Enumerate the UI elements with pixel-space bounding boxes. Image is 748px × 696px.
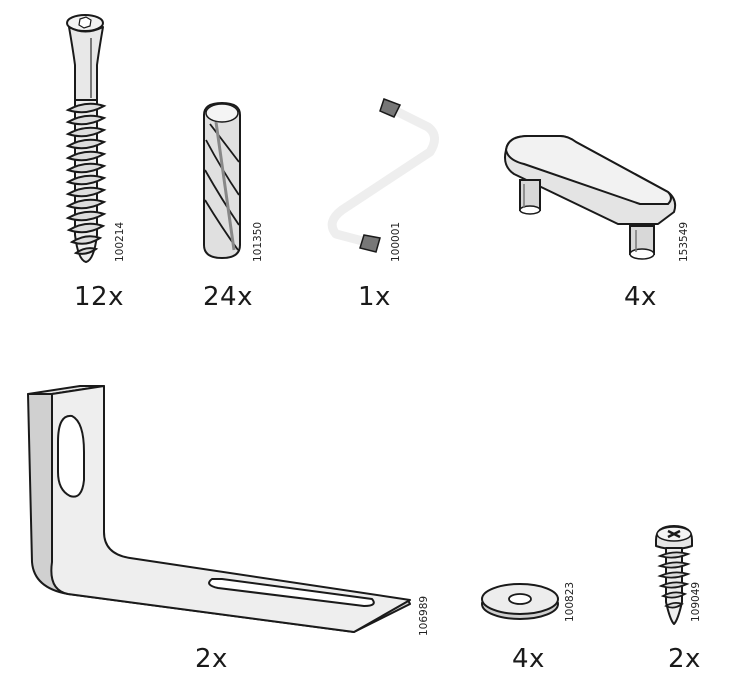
- quantity-connector: 4x: [624, 282, 657, 312]
- wood-screw-icon: [655, 525, 693, 625]
- quantity-washer: 4x: [512, 644, 545, 674]
- dowel-part: [196, 100, 256, 269]
- quantity-dowel: 24x: [203, 282, 253, 312]
- l-bracket-part: [18, 382, 418, 646]
- wood-screw-part: [648, 522, 704, 632]
- allen-key-part: [306, 92, 456, 271]
- washer-part: [478, 576, 568, 630]
- part-number-connector: 153549: [678, 221, 690, 262]
- part-number-wood-screw: 109049: [690, 581, 702, 622]
- part-number-allen-key: 100001: [390, 221, 402, 262]
- part-number-screw: 100214: [114, 221, 126, 262]
- dowel-icon: [203, 102, 241, 259]
- screw-part: [60, 10, 120, 269]
- washer-icon: [481, 583, 559, 620]
- quantity-screw: 12x: [74, 282, 124, 312]
- part-number-dowel: 101350: [252, 221, 264, 262]
- connector-icon: [504, 135, 677, 260]
- connector-part: [498, 128, 688, 272]
- part-number-washer: 100823: [564, 581, 576, 622]
- allen-key-icon: [327, 98, 439, 253]
- quantity-l-bracket: 2x: [195, 644, 228, 674]
- quantity-wood-screw: 2x: [668, 644, 701, 674]
- quantity-allen-key: 1x: [358, 282, 391, 312]
- bolt-icon: [65, 14, 107, 263]
- part-number-l-bracket: 106989: [418, 595, 430, 636]
- l-bracket-icon: [27, 385, 411, 633]
